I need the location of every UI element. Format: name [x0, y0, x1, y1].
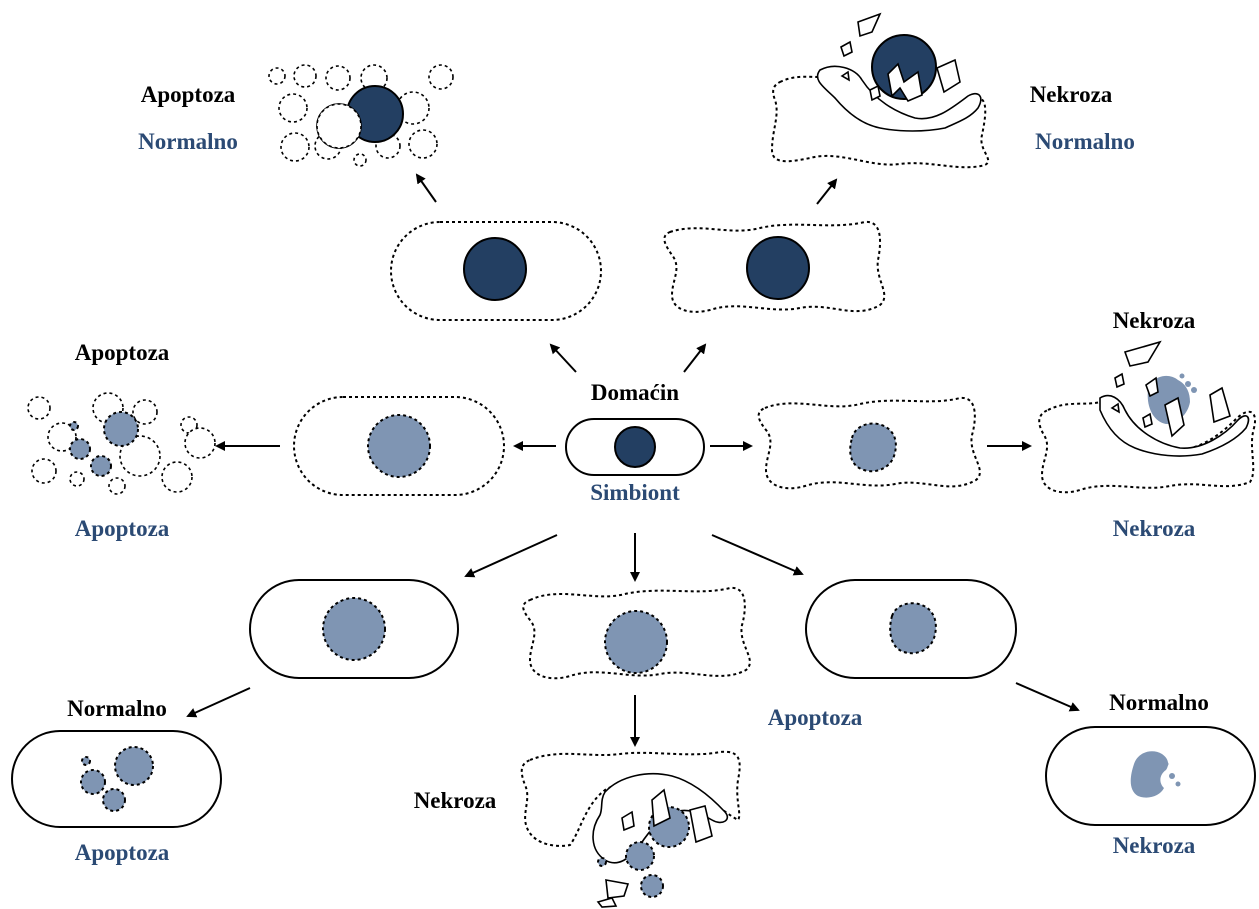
center-cell	[565, 418, 705, 476]
arrow-bot-left	[186, 687, 251, 718]
bot-right-outcome	[1045, 726, 1256, 826]
bot-mid-outcome	[520, 750, 741, 908]
host-label: Domaćin	[591, 380, 679, 405]
mid-left-host-label: Apoptoza	[75, 340, 170, 365]
arrow-down-right	[711, 534, 804, 576]
mid-right-host-label: Nekroza	[1113, 308, 1196, 333]
cell-lower-mid	[522, 586, 751, 680]
cell-upper-right	[663, 220, 886, 313]
cell-upper-left	[390, 221, 602, 321]
top-left-sym-label: Normalno	[138, 129, 238, 154]
mid-left-sym-label: Apoptoza	[75, 516, 170, 541]
cell-mid-left	[293, 396, 505, 496]
arrow-up-left	[549, 343, 577, 373]
top-right-outcome	[770, 12, 990, 169]
bot-left-sym-label: Apoptoza	[75, 840, 170, 865]
mid-left-outcome	[27, 392, 216, 495]
top-right-sym-label: Normalno	[1035, 129, 1135, 154]
bot-right-host-label: Normalno	[1109, 690, 1209, 715]
cell-lower-left	[249, 579, 459, 679]
bot-right-sym-label: Nekroza	[1113, 833, 1196, 858]
cell-mid-right	[757, 396, 981, 490]
bot-left-outcome	[11, 730, 222, 828]
mid-right-sym-label: Nekroza	[1113, 516, 1196, 541]
symbiont-label: Simbiont	[590, 480, 680, 505]
top-left-host-label: Apoptoza	[141, 82, 236, 107]
bot-mid-sym-label: Apoptoza	[768, 705, 863, 730]
bot-left-host-label: Normalno	[67, 696, 167, 721]
arrow-top-left	[415, 173, 437, 203]
arrow-up-right	[683, 343, 707, 373]
mid-right-outcome	[1038, 340, 1256, 494]
arrow-top-right	[816, 178, 838, 205]
top-left-outcome	[268, 64, 454, 167]
bot-mid-host-label: Nekroza	[414, 788, 497, 813]
arrow-bot-right	[1015, 682, 1080, 712]
top-right-host-label: Nekroza	[1030, 82, 1113, 107]
arrows	[186, 173, 1080, 747]
arrow-down-left	[464, 534, 558, 578]
cell-lower-right	[805, 579, 1017, 679]
